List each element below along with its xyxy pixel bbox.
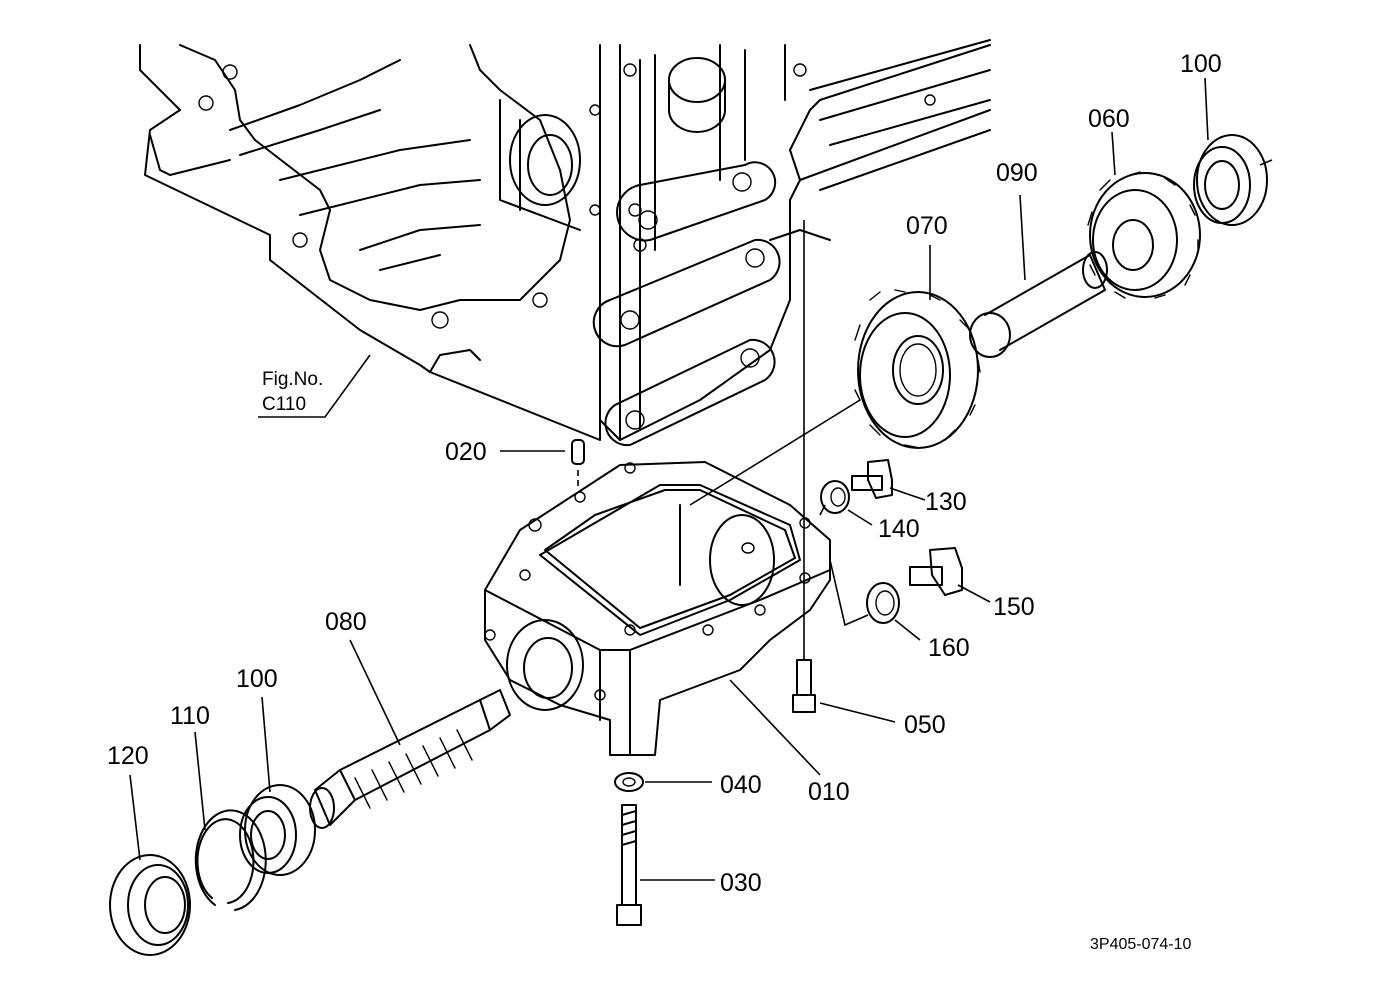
part-130-plug (851, 459, 926, 501)
part-070-gear (689, 245, 981, 506)
leader-010 (729, 679, 821, 776)
label-080: 080 (325, 608, 367, 636)
label-110: 110 (170, 702, 210, 730)
label-090: 090 (996, 159, 1038, 187)
part-020-dowel-pin (500, 439, 585, 490)
part-150-plug (909, 547, 991, 603)
part-140-washer (819, 480, 873, 526)
figure-ref-line1: Fig.No. (262, 369, 323, 390)
part-030-long-bolt (616, 804, 715, 926)
part-060-gear (1087, 131, 1201, 299)
label-100-left: 100 (236, 665, 278, 693)
figure-ref-leader (258, 354, 371, 418)
label-140: 140 (878, 515, 920, 543)
label-150: 150 (993, 593, 1035, 621)
figure-ref-line2: C110 (262, 394, 306, 415)
part-110-snap-ring (194, 731, 267, 911)
label-160: 160 (928, 634, 970, 662)
part-040-washer (614, 772, 712, 792)
part-090-collar (969, 194, 1108, 358)
part-050-bolt (792, 220, 896, 723)
label-050: 050 (904, 711, 946, 739)
callout-labels: 100 060 090 070 020 130 140 150 160 080 … (107, 50, 1222, 897)
label-030: 030 (720, 869, 762, 897)
label-120: 120 (107, 742, 149, 770)
part-010-gear-case (484, 461, 831, 756)
case-link-plates (592, 161, 781, 447)
label-100-right: 100 (1180, 50, 1222, 78)
part-120-oil-seal (109, 774, 191, 956)
part-160-washer (829, 559, 921, 641)
label-040: 040 (720, 771, 762, 799)
label-010: 010 (808, 778, 850, 806)
label-130: 130 (925, 488, 967, 516)
label-070: 070 (906, 212, 948, 240)
label-020: 020 (445, 438, 487, 466)
part-080-splined-shaft (309, 639, 511, 829)
drawing-code: 3P405-074-10 (1090, 936, 1192, 953)
transmission-case-housing (139, 39, 991, 447)
label-060: 060 (1088, 105, 1130, 133)
part-100-bearing-right (1193, 77, 1273, 226)
